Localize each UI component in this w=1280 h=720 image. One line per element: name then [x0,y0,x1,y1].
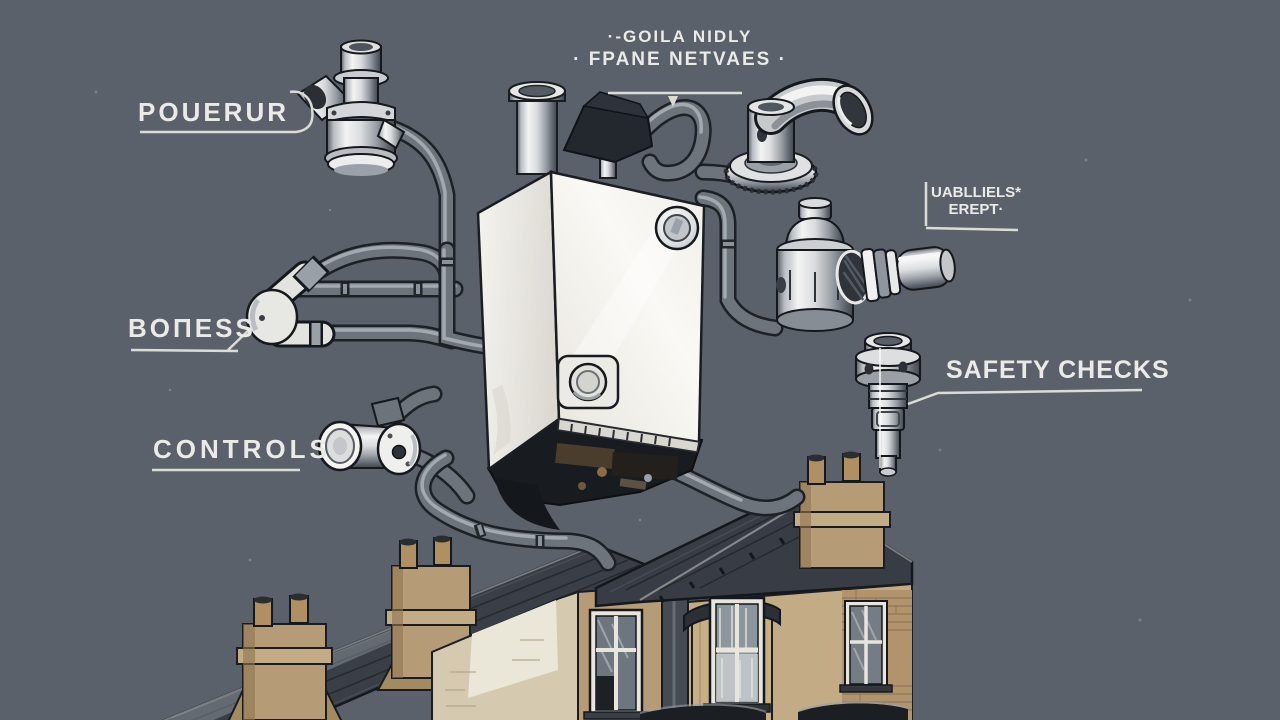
title-arrow-icon [668,96,678,107]
terraced-houses [161,451,914,720]
boiler-port [556,354,620,410]
elbow-fitting [245,255,336,348]
title-label: ·-GOILA NIDLY · FPANE NETVAES · [540,26,820,73]
boilers-underline [130,326,253,353]
right-note-line1: UABLLIELS* [931,184,1021,201]
boilers-label: BOΠESS [128,313,256,343]
right-note-label: UABLLIELS* EREPT· [928,184,1024,219]
boiler-dial [654,205,700,251]
boiler-side-panel [476,169,561,472]
mid-wall [577,584,663,720]
safety-valve [855,332,921,477]
label-leader-lines [130,90,1143,472]
flue-pipe [508,81,654,179]
gas-valve [776,197,854,332]
title-line2: · FPANE NETVAES · [573,49,787,71]
pressure-gauge [317,385,443,476]
gable-wall [431,590,579,720]
wall-corner [661,581,689,720]
pipe-joints [340,239,735,548]
chimney [793,451,891,569]
controls-label: CONTROLS [153,434,331,464]
sash-window [583,608,649,720]
note-bracket [924,182,1019,232]
pump-outlet-mouth [832,84,874,136]
right-note-line2: EREPT· [948,201,1004,219]
pipe-network [291,99,806,572]
sash-window [839,600,893,693]
pipe-coupling [835,246,956,305]
power-underline [140,90,314,134]
outlet-pump [723,77,874,195]
chimney [227,593,343,720]
safety-checks-label: SAFETY CHECKS [946,356,1170,384]
tall-house-wall [639,582,913,720]
circulation-pump [296,39,406,176]
safety-underline [907,388,1143,406]
sash-window [703,596,771,713]
title-line1: ·-GOILA NIDLY [607,27,753,46]
wall-mounted-boiler [476,81,706,530]
lower-bay-windows [639,701,909,720]
power-label: POUERUR [138,97,290,127]
